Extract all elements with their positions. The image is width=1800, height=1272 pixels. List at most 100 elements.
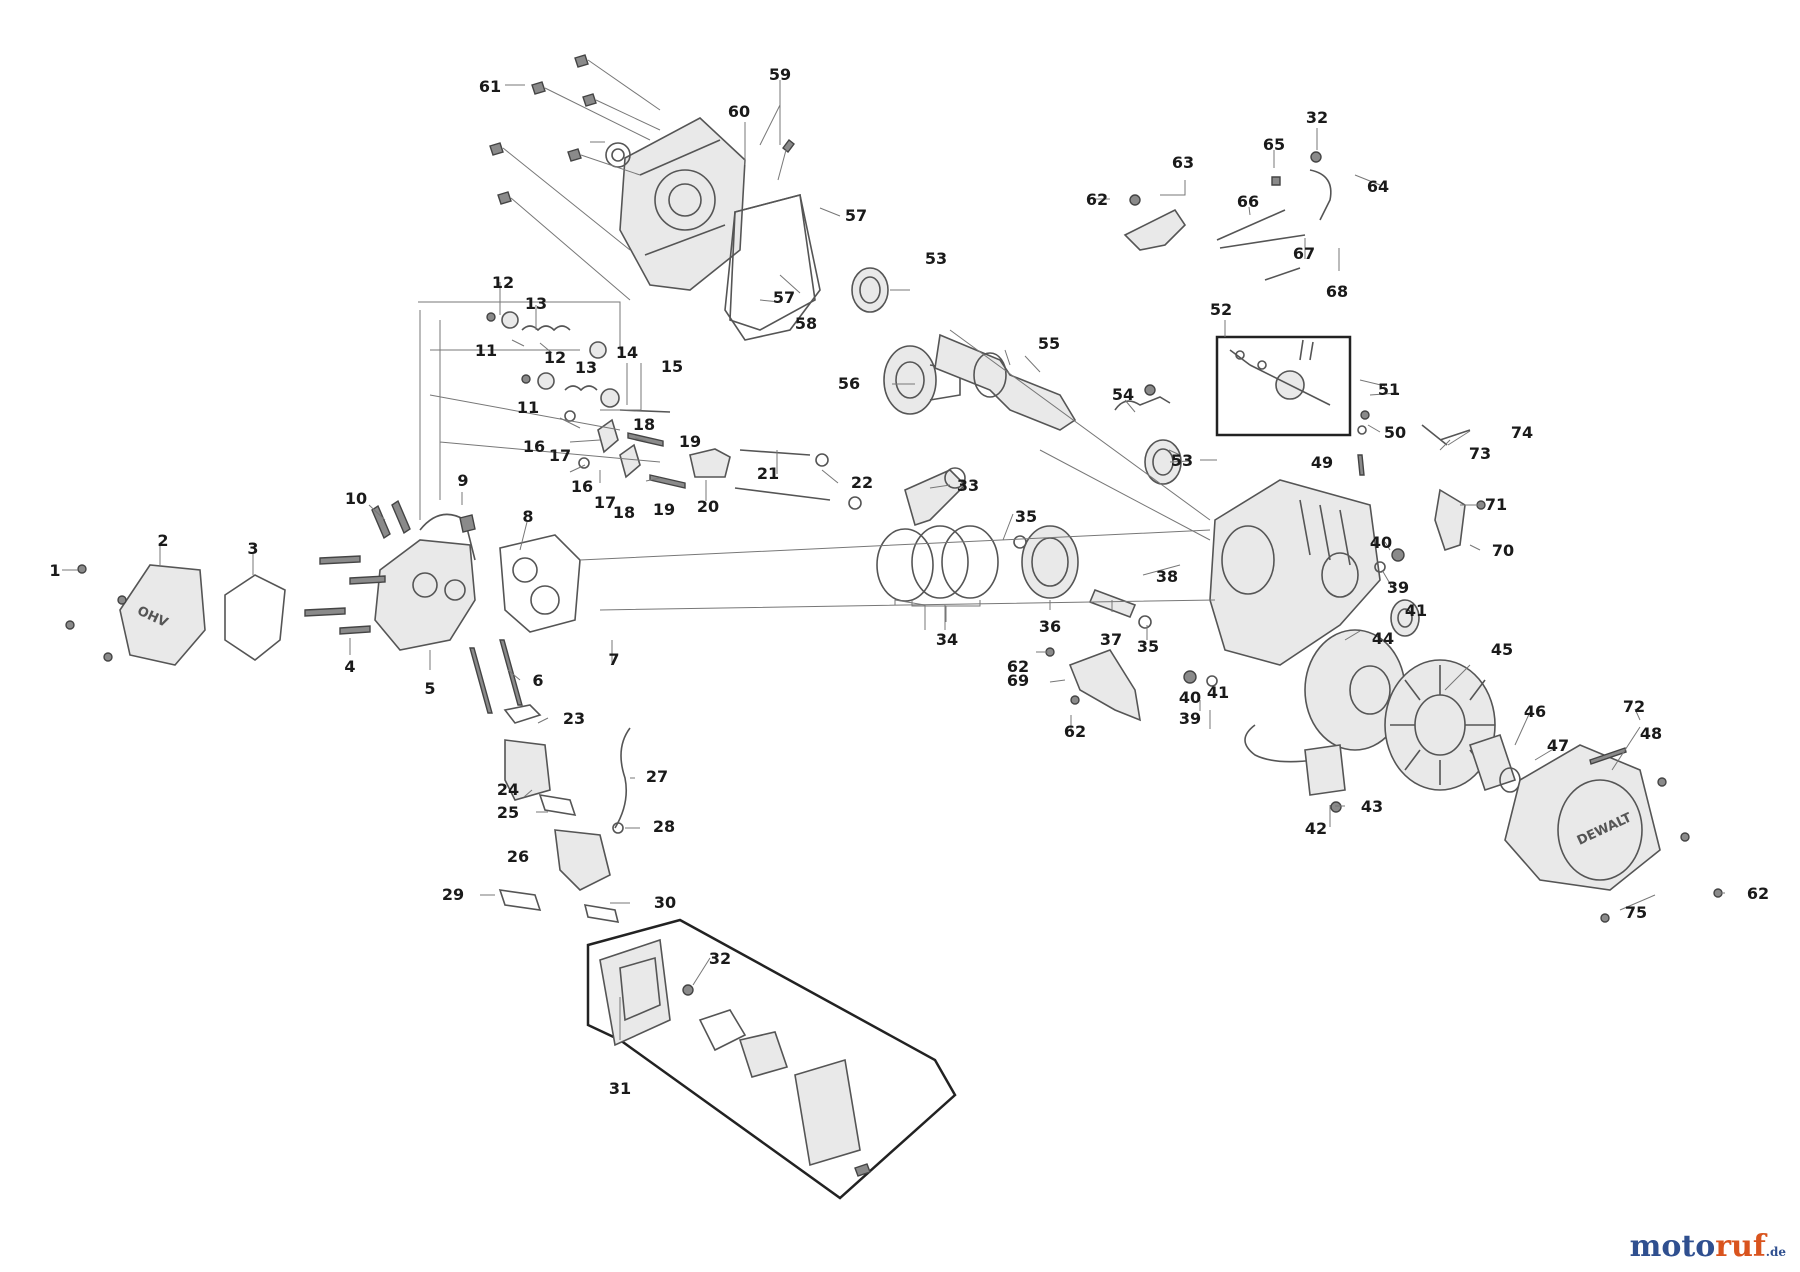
- callout-label: 67: [1293, 244, 1315, 263]
- callout-label: 63: [1172, 153, 1194, 172]
- callout-label: 50: [1384, 423, 1406, 442]
- callout-label: 36: [1039, 617, 1061, 636]
- callout-label: 68: [1326, 282, 1348, 301]
- control-lever-assembly: [1123, 151, 1332, 281]
- callout-label: 18: [613, 503, 635, 522]
- oil-seal: [1390, 599, 1420, 637]
- engine-block: [1209, 479, 1381, 666]
- callout-label: 34: [936, 630, 958, 649]
- callout-label: 47: [1547, 736, 1569, 755]
- governor-frame: [1215, 335, 1352, 437]
- callout-label: 41: [1405, 601, 1427, 620]
- watermark-part1: moto: [1629, 1229, 1716, 1264]
- connecting-rod: [904, 467, 967, 527]
- ignition-coil: [1244, 724, 1346, 813]
- callout-label: 55: [1038, 334, 1060, 353]
- callout-label: 15: [661, 357, 683, 376]
- callout-label: 8: [522, 507, 533, 526]
- callout-label: 74: [1511, 423, 1533, 442]
- callout-label: 44: [1372, 629, 1394, 648]
- callout-label: 22: [851, 473, 873, 492]
- crankshaft: [934, 333, 1077, 431]
- head-gasket: [499, 534, 581, 633]
- cooling-fan: [1384, 659, 1496, 791]
- crankcase-gasket: [724, 194, 821, 341]
- callout-label: 37: [1100, 630, 1122, 649]
- callout-label: 54: [1112, 385, 1134, 404]
- callout-label: 32: [1306, 108, 1328, 127]
- callout-labels: 1 2 3 4 5 6 7 8 9 10 11 11 12 12 13 13 1…: [49, 65, 1769, 1098]
- callout-label: 4: [344, 657, 355, 676]
- callout-label: 16: [571, 477, 593, 496]
- cover-bolts: [489, 54, 795, 301]
- callout-label: 56: [838, 374, 860, 393]
- callout-label: 71: [1485, 495, 1507, 514]
- carburetor-assembly: [498, 704, 631, 923]
- callout-label: 62: [1086, 190, 1108, 209]
- starter-cup: [1468, 733, 1521, 793]
- air-filter-assembly: [599, 938, 871, 1177]
- callout-label: 21: [757, 464, 779, 483]
- callout-label: 42: [1305, 819, 1327, 838]
- callout-label: 9: [457, 471, 468, 490]
- drain-plugs: [1183, 548, 1405, 687]
- watermark-part3: .de: [1765, 1245, 1786, 1259]
- callout-label: 51: [1378, 380, 1400, 399]
- callout-label: 27: [646, 767, 668, 786]
- valve-cover: OHV: [119, 564, 206, 666]
- callout-label: 53: [925, 249, 947, 268]
- callout-leaders: [62, 80, 1725, 1040]
- callout-label: 11: [475, 341, 497, 360]
- watermark-part2: ruf: [1715, 1229, 1766, 1264]
- callout-label: 49: [1311, 453, 1333, 472]
- callout-label: 60: [728, 102, 750, 121]
- shroud-bracket: [1045, 647, 1142, 722]
- callout-label: 5: [424, 679, 435, 698]
- callout-label: 18: [633, 415, 655, 434]
- callout-label: 11: [517, 398, 539, 417]
- callout-label: 17: [549, 446, 571, 465]
- callout-label: 62: [1064, 722, 1086, 741]
- intake-studs: [469, 639, 523, 714]
- callout-label: 39: [1179, 709, 1201, 728]
- callout-label: 32: [709, 949, 731, 968]
- callout-label: 57: [773, 288, 795, 307]
- head-bolts: [65, 499, 411, 662]
- callout-label: 23: [563, 709, 585, 728]
- air-filter-frame: [586, 918, 957, 1200]
- callout-label: 7: [608, 650, 619, 669]
- callout-label: 48: [1640, 724, 1662, 743]
- callout-label: 75: [1625, 903, 1647, 922]
- watermark-logo: motoruf.de: [1630, 1229, 1786, 1264]
- callout-label: 64: [1367, 177, 1389, 196]
- callout-label: 33: [957, 476, 979, 495]
- callout-label: 10: [345, 489, 367, 508]
- callout-label: 26: [507, 847, 529, 866]
- oil-dipstick-sensor: [1114, 384, 1171, 411]
- callout-label: 29: [442, 885, 464, 904]
- callout-label: 40: [1370, 533, 1392, 552]
- callout-label: 72: [1623, 697, 1645, 716]
- cylinder-head: [374, 513, 476, 651]
- callout-label: 19: [653, 500, 675, 519]
- governor-assembly: [1229, 339, 1331, 406]
- callout-label: 13: [525, 294, 547, 313]
- crankcase-cover: [605, 117, 816, 331]
- assembly-lines: [418, 301, 1216, 611]
- callout-label: 16: [523, 437, 545, 456]
- callout-label: 3: [247, 539, 258, 558]
- callout-label: 39: [1387, 578, 1409, 597]
- callout-label: 19: [679, 432, 701, 451]
- callout-label: 30: [654, 893, 676, 912]
- ring-group-bracket: [911, 600, 981, 622]
- callout-label: 58: [795, 314, 817, 333]
- callout-label: 2: [157, 531, 168, 550]
- callout-label: 25: [497, 803, 519, 822]
- callout-label: 69: [1007, 671, 1029, 690]
- callout-label: 35: [1137, 637, 1159, 656]
- bearing-upper: [851, 267, 889, 313]
- callout-label: 62: [1007, 657, 1029, 676]
- callout-label: 14: [616, 343, 638, 362]
- callout-label: 6: [532, 671, 543, 690]
